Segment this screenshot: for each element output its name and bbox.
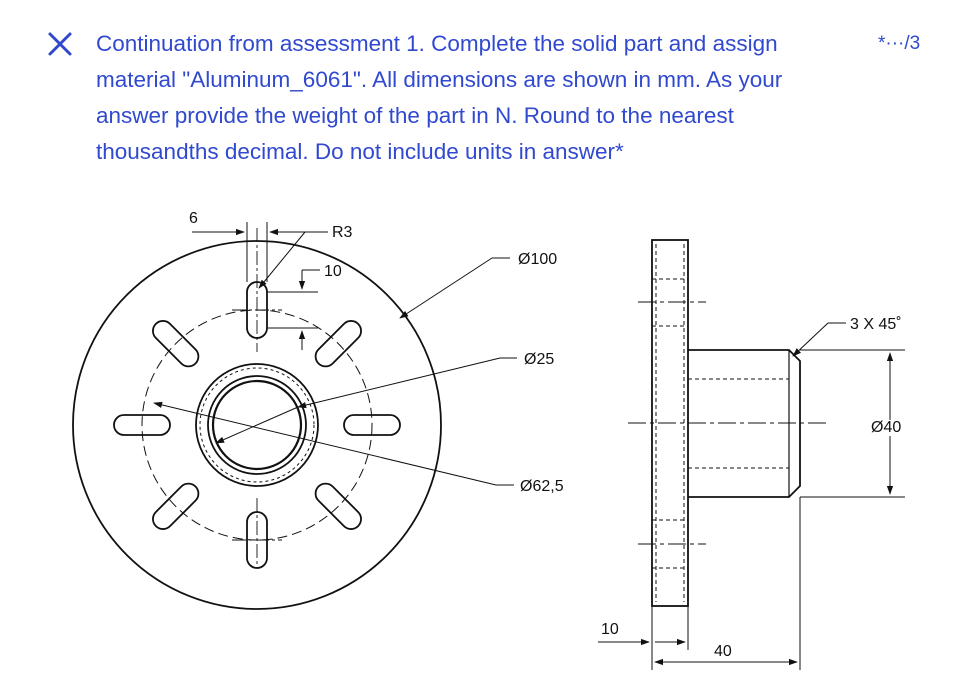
technical-drawing: 6 R3 10 Ø100 Ø25 Ø62,5 (72, 210, 905, 670)
dim-bore-diameter: Ø25 (524, 351, 554, 368)
incorrect-x-icon (48, 32, 72, 56)
question-text: Continuation from assessment 1. Complete… (96, 31, 783, 164)
dim-chamfer: 3 X 45˚ (850, 316, 902, 333)
boss-hidden-circle (199, 367, 315, 483)
chamfer-circle (207, 375, 307, 475)
side-view (598, 239, 905, 670)
dim-slot-width: 6 (189, 210, 198, 227)
dim-flange-thickness: 10 (601, 621, 619, 638)
dim-boss-diameter: Ø40 (871, 419, 901, 436)
dim-slot-radius: R3 (332, 224, 353, 241)
boss-profile (688, 349, 801, 498)
front-view-labels: 6 R3 10 Ø100 Ø25 Ø62,5 (189, 210, 564, 495)
bore-circle (211, 379, 303, 471)
dim-bolt-circle: Ø62,5 (520, 478, 564, 495)
dim-outer-diameter: Ø100 (518, 251, 557, 268)
side-view-labels: 3 X 45˚ Ø40 10 40 (601, 316, 902, 660)
boss-circle (195, 363, 319, 487)
dim-total-length: 40 (714, 643, 732, 660)
dim-slot-length: 10 (324, 263, 342, 280)
score-badge: *···/3 (878, 33, 921, 54)
front-view (72, 222, 517, 610)
